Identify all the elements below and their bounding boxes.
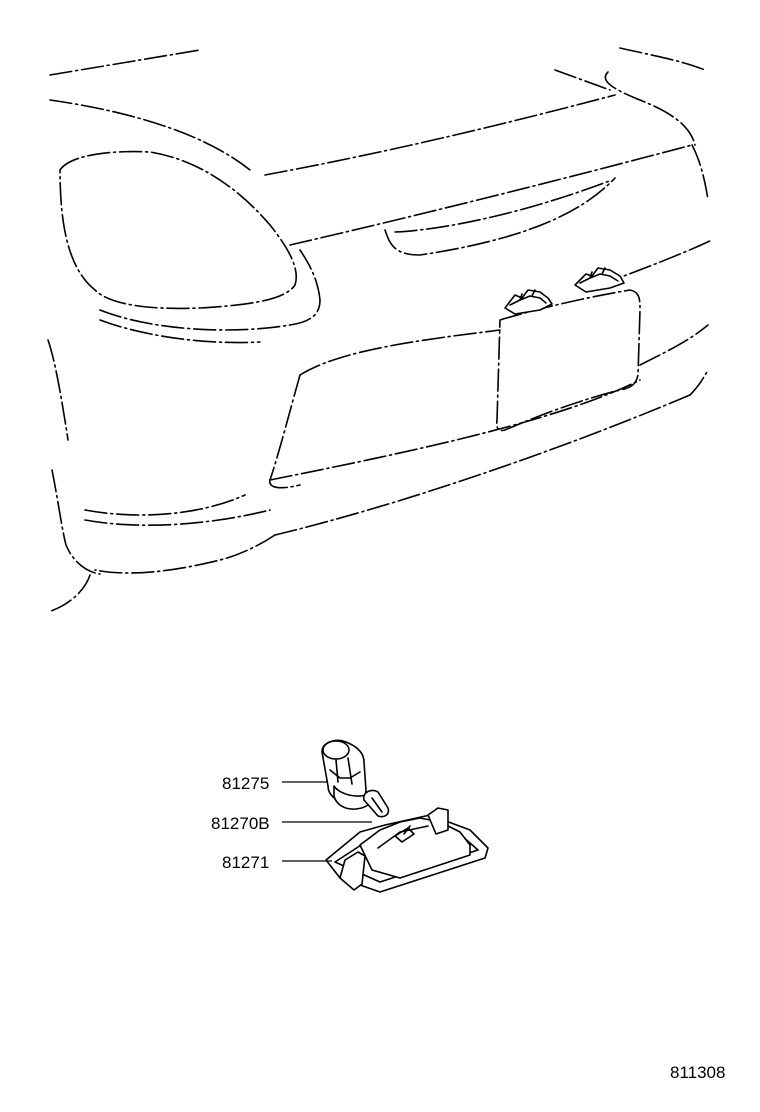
bulb-81270B	[362, 789, 390, 818]
figure-code: 811308	[670, 1063, 725, 1082]
part-label-81271: 81271	[222, 853, 269, 872]
leader-lines	[282, 781, 372, 862]
part-label-81275: 81275	[222, 774, 269, 793]
license-lamp-left-on-car	[504, 289, 553, 315]
lamp-housing-81271	[325, 807, 489, 893]
license-lamp-right-on-car	[574, 267, 625, 293]
part-label-81270B: 81270B	[211, 814, 270, 833]
car-rear-outline	[47, 47, 713, 613]
